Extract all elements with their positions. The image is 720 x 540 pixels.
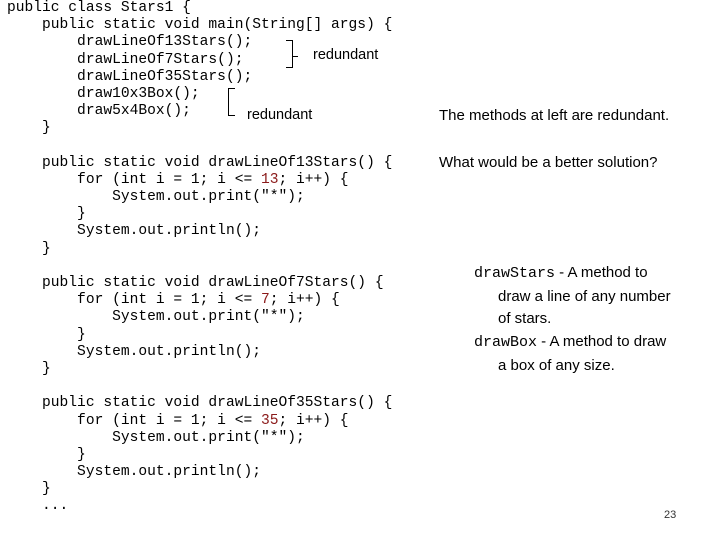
code-line: } [7,240,51,257]
code-line: public static void main(String[] args) { [7,17,393,34]
draw-box-desc-2: a box of any size. [498,356,615,374]
code-line: System.out.println(); [7,464,261,481]
code-line-loop: for (int i = 1; i <= 35; i++) { [7,412,349,429]
code-line: draw5x4Box(); [7,103,191,120]
draw-stars-method-name: drawStars [474,265,556,282]
methods-redundant-note: The methods at left are redundant. [439,107,670,124]
redundant-bracket-2 [228,88,235,116]
loop-limit: 13 [260,171,279,188]
code-line: System.out.print("*"); [7,309,305,326]
code-line: drawLineOf13Stars(); [7,34,253,51]
code-line [7,378,392,395]
code-line: } [7,326,86,343]
loop-limit: 7 [260,292,270,309]
draw-stars-desc-3: of stars. [498,310,552,327]
code-line: public static void drawLineOf35Stars() { [7,395,393,412]
code-line [7,138,392,155]
code-line: } [7,481,51,498]
code-line: System.out.print("*"); [7,189,305,206]
page-number: 23 [664,509,677,521]
redundant-label-2: redundant [247,107,313,123]
code-line-loop: for (int i = 1; i <= 7; i++) { [7,292,340,309]
code-line-loop: for (int i = 1; i <= 13; i++) { [7,171,349,188]
code-line: } [7,360,51,377]
draw-stars-note: drawStars - A method to draw a line of a… [474,262,671,331]
redundant-bracket-1-tick [292,56,298,57]
code-line: System.out.print("*"); [7,429,305,446]
code-line: public class Stars1 { [7,0,191,16]
draw-box-desc-1: - A method to draw [537,333,667,350]
code-line: } [7,446,86,463]
loop-limit: 35 [260,412,279,429]
code-line: ... [7,498,69,515]
code-line: System.out.println(); [7,343,261,360]
code-line: } [7,120,51,137]
code-line: drawLineOf35Stars(); [7,68,253,85]
draw-stars-desc-1: - A method to [555,264,648,281]
code-line: draw10x3Box(); [7,85,200,102]
draw-box-method-name: drawBox [474,334,538,351]
code-line: System.out.println(); [7,223,261,240]
redundant-label-1: redundant [313,47,379,63]
better-solution-question: What would be a better solution? [439,154,658,171]
draw-stars-desc-2: draw a line of any number [498,287,671,305]
code-listing: public class Stars1 { public static void… [7,0,392,516]
draw-box-note: drawBox - A method to draw a box of any … [474,331,666,377]
redundant-bracket-1 [286,40,293,68]
code-line: public static void drawLineOf13Stars() { [7,154,393,171]
code-line [7,258,392,275]
code-line: public static void drawLineOf7Stars() { [7,275,384,291]
code-line: drawLineOf7Stars(); [7,51,244,68]
code-line: } [7,206,86,223]
